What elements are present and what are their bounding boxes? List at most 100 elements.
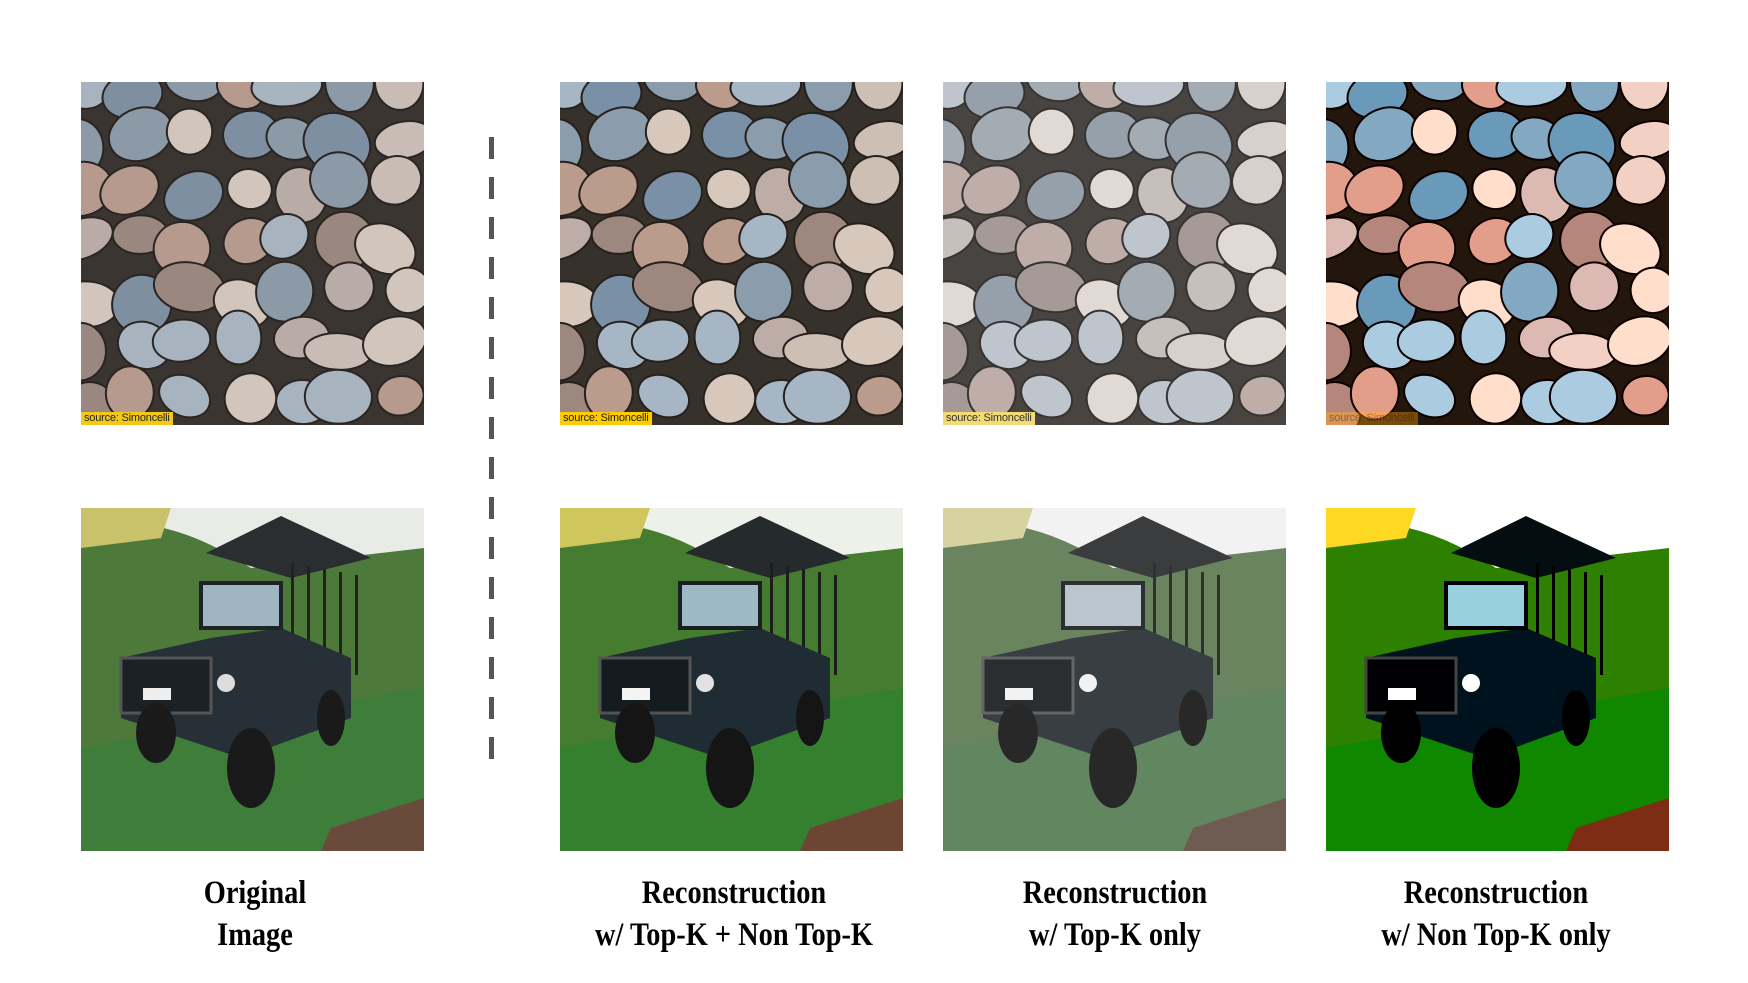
roll-bar (1552, 566, 1555, 666)
caption-nontopk-only: Reconstruction w/ Non Top-K only (1333, 872, 1660, 956)
pebble (151, 318, 212, 363)
canopy (1451, 516, 1616, 578)
pebbles-image-col2: source: Simoncelli (560, 82, 903, 425)
roll-bar (1201, 572, 1204, 672)
pebble (1224, 315, 1286, 367)
pebble (1326, 216, 1359, 262)
pebble (1599, 222, 1662, 276)
windscreen (1444, 581, 1528, 630)
front-wheel (1472, 728, 1520, 808)
bull-bar (119, 656, 213, 715)
pebble (803, 82, 854, 113)
jeep-photo (1326, 508, 1669, 851)
jeep-image-col1 (81, 508, 424, 851)
jeep-image-col3 (943, 508, 1286, 851)
sunlit-bush (1326, 508, 1416, 548)
pebble (223, 372, 278, 425)
roll-bar (786, 566, 789, 666)
license-plate (143, 688, 171, 700)
pebble (863, 266, 903, 315)
pebble (729, 82, 803, 108)
pebbles-image-col1: source: Simoncelli (81, 82, 424, 425)
headlight (1462, 674, 1480, 692)
pebble (1618, 82, 1669, 111)
jeep-photo (943, 508, 1286, 851)
pebble (99, 164, 160, 216)
roll-bar (818, 572, 821, 672)
roll-bar (323, 569, 326, 669)
pebble (1112, 82, 1186, 108)
sunlit-bush (560, 508, 650, 548)
roll-bar (355, 575, 358, 675)
pebble (303, 368, 373, 425)
roll-bar (1584, 572, 1587, 672)
pebble (250, 82, 324, 108)
front-wheel (706, 728, 754, 808)
pebble (855, 374, 903, 417)
pebble (1495, 82, 1569, 108)
windscreen (199, 581, 283, 630)
caption-line: Image (217, 917, 293, 953)
pebble (1344, 164, 1405, 216)
pebble (738, 213, 789, 260)
pebble (369, 155, 423, 206)
bull-bar (1364, 656, 1458, 715)
pebble (1471, 168, 1518, 211)
front-wheel (227, 728, 275, 808)
roll-bar (802, 569, 805, 669)
pebbles-photo (943, 82, 1286, 425)
windscreen (678, 581, 762, 630)
pebble (384, 266, 424, 315)
pebble (1121, 213, 1172, 260)
pebble (961, 164, 1022, 216)
headlight (1079, 674, 1097, 692)
pebble (802, 261, 854, 313)
caption-line: Reconstruction (1022, 875, 1208, 911)
pebbles-photo (1326, 82, 1669, 425)
pebble (1629, 266, 1669, 315)
front-left-wheel (136, 703, 176, 763)
caption-line: w/ Top-K + Non Top-K (594, 917, 874, 953)
pebble (1088, 168, 1135, 211)
pebble (702, 372, 757, 425)
rear-wheel (796, 690, 824, 746)
canopy (685, 516, 850, 578)
front-left-wheel (998, 703, 1038, 763)
pebble (1165, 368, 1235, 425)
dirt-path (1183, 798, 1286, 851)
pebble (1410, 107, 1459, 156)
jeep-photo (560, 508, 903, 851)
pebble (376, 374, 424, 417)
pebble (1076, 309, 1125, 366)
jeep-photo (81, 508, 424, 851)
caption-topk-nontopk: Reconstruction w/ Top-K + Non Top-K (571, 872, 898, 956)
pebble (1186, 82, 1237, 113)
pebble (1408, 170, 1469, 222)
pebble (1568, 261, 1620, 313)
roll-bar (834, 575, 837, 675)
pebble (81, 216, 114, 262)
pebble (943, 216, 976, 262)
pebble (1554, 151, 1615, 210)
pebble (323, 261, 375, 313)
pebble (165, 107, 214, 156)
pebble (630, 318, 691, 363)
pebble (1459, 309, 1508, 366)
canopy (1068, 516, 1233, 578)
pebble (1246, 266, 1286, 315)
pebble (362, 315, 424, 367)
canopy (206, 516, 371, 578)
rear-wheel (1562, 690, 1590, 746)
pebble (1621, 374, 1669, 417)
roll-bar (1568, 569, 1571, 669)
caption-original: Original Image (92, 872, 419, 956)
pebble (259, 213, 310, 260)
source-label: source: Simoncelli (943, 412, 1035, 425)
pebble (852, 82, 903, 111)
dirt-path (321, 798, 424, 851)
pebble (943, 321, 969, 382)
pebble (1614, 155, 1668, 206)
caption-line: Original (203, 875, 307, 911)
pebbles-image-col3: source: Simoncelli (943, 82, 1286, 425)
front-left-wheel (1381, 703, 1421, 763)
